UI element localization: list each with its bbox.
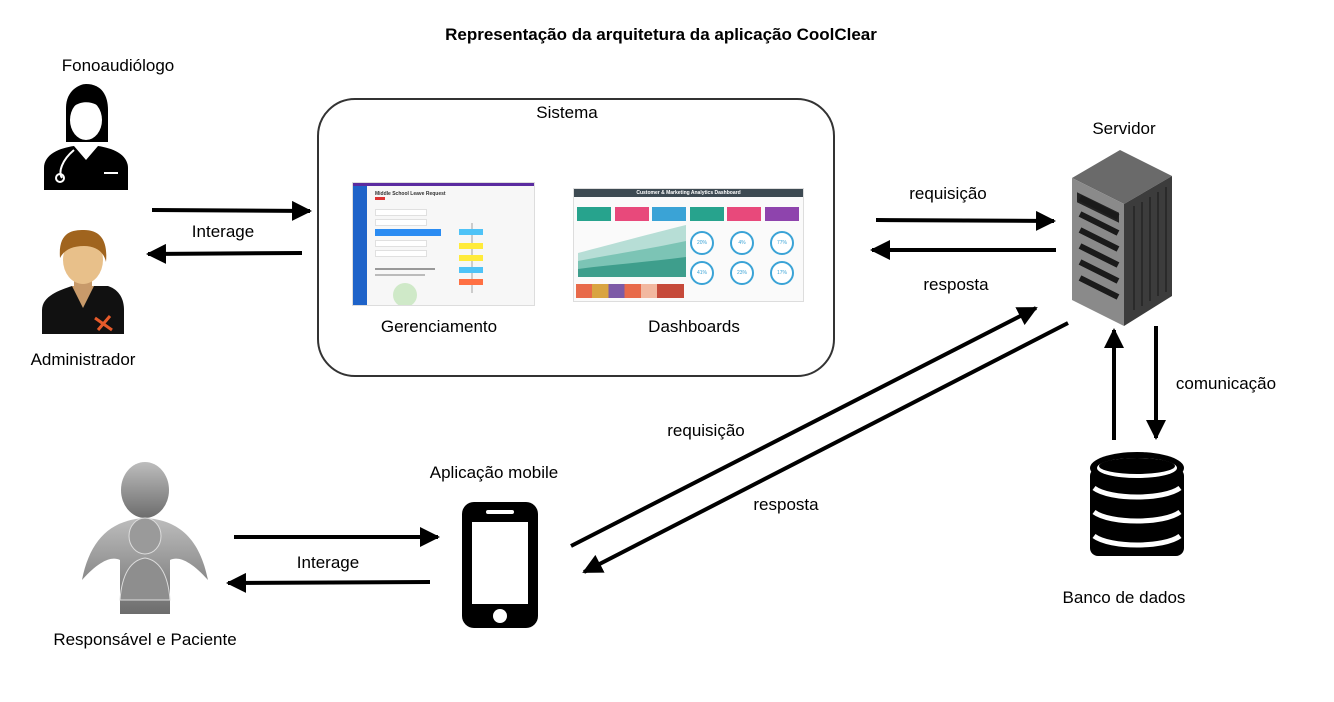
arrows (146, 200, 1166, 593)
gerenciamento-label: Gerenciamento (380, 317, 498, 336)
servidor-label: Servidor (1092, 119, 1156, 138)
dashboard-kpi-tile (614, 207, 649, 221)
dashboard-kpi-tile (764, 207, 799, 221)
resposta-mobile-label: resposta (753, 495, 819, 514)
dashboard-gauge: 23% (730, 261, 754, 285)
dashboard-gauge: 20% (690, 231, 714, 255)
comunicacao-label: comunicação (1175, 374, 1277, 393)
servidor-icon (1072, 150, 1172, 326)
dashboard-kpi-tile (652, 207, 686, 221)
area-chart (578, 225, 686, 277)
requisicao-mobile-label: requisição (667, 421, 745, 440)
dashboard-gauge-value: 77% (776, 240, 787, 246)
resposta-top-label: resposta (923, 275, 989, 294)
banco-label: Banco de dados (1062, 588, 1186, 607)
arrow-sistema-to-actors (146, 243, 303, 264)
arrow-mobile-to-servidor (570, 306, 1038, 548)
dashboard-screen-title: Customer & Marketing Analytics Dashboard (636, 190, 741, 196)
dashboard-kpi-tile (577, 207, 611, 221)
banco-de-dados-icon (1090, 452, 1184, 556)
dashboard-gauge-value: 4% (738, 240, 746, 246)
dashboard-gauge-value: 20% (696, 240, 707, 246)
dashboard-kpi-tile (727, 207, 761, 221)
sistema-label: Sistema (536, 103, 598, 122)
fonoaudiologo-label: Fonoaudiólogo (61, 56, 175, 75)
dashboard-kpi-tile (689, 207, 724, 221)
dashboards-screenshot: Customer & Marketing Analytics Dashboard… (573, 188, 804, 302)
arrow-mobile-to-paciente (226, 572, 431, 593)
dashboard-gauge: 41% (690, 261, 714, 285)
dashboard-gauge: 77% (770, 231, 794, 255)
requisicao-top-label: requisição (909, 184, 987, 203)
administrador-icon (42, 230, 124, 334)
responsavel-paciente-icon (82, 462, 208, 614)
arrow-sistema-to-servidor (875, 210, 1056, 231)
interage-bottom-label: Interage (296, 553, 360, 572)
fonoaudiologo-icon (44, 84, 128, 190)
dashboards-label: Dashboards (648, 317, 740, 336)
arrow-actors-to-sistema (151, 200, 312, 221)
gerenciamento-screen-title: Middle School Leave Request (375, 191, 446, 197)
sistema-container (317, 98, 835, 377)
responsavel-paciente-label: Responsável e Paciente (53, 630, 237, 649)
diagram-title: Representação da arquitetura da aplicaçã… (445, 25, 877, 44)
dashboard-gauge: 4% (730, 231, 754, 255)
dashboard-gauge-value: 17% (776, 270, 787, 276)
dashboard-gauge-value: 41% (696, 270, 707, 276)
mobile-phone-icon (462, 502, 538, 628)
dashboard-gauge-value: 23% (736, 270, 747, 276)
dashboard-gauge: 17% (770, 261, 794, 285)
interage-top-label: Interage (191, 222, 255, 241)
arrow-servidor-to-mobile (582, 321, 1069, 574)
mobile-label: Aplicação mobile (429, 463, 559, 482)
administrador-label: Administrador (30, 350, 136, 369)
gerenciamento-screenshot: Middle School Leave Request (352, 182, 535, 306)
